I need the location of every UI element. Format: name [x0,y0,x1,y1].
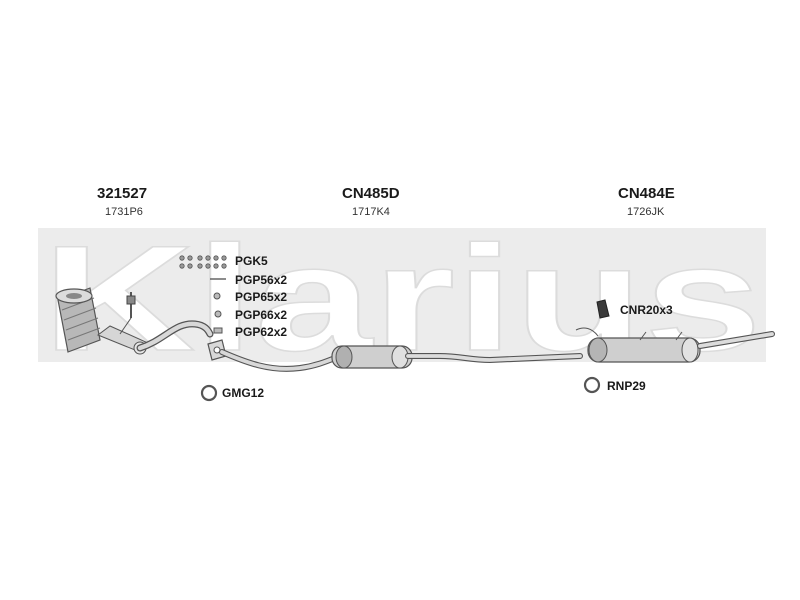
lambda-sensor [119,292,136,335]
rubber-mount-icon [583,376,601,394]
front-pipe [136,320,214,352]
middle-reference: 1717K4 [352,206,390,218]
accessory-label-rnp29: RNP29 [607,379,646,393]
bolt-set-icon [179,255,227,269]
nut-icon [213,292,221,300]
rear-silencer [575,327,701,363]
accessory-label-gmg12: GMG12 [222,386,265,400]
accessory-label-pgp66: PGP66x2 [235,308,288,322]
accessory-label-pgp62: PGP62x2 [235,325,288,339]
clamp-icon [213,327,223,334]
accessory-label-cnr20: CNR20x3 [620,303,673,317]
intermediate-pipe [219,349,338,372]
accessory-label-pgk5: PGK5 [235,254,268,268]
accessory-label-pgp56: PGP56x2 [235,273,288,287]
connecting-pipe [405,353,583,364]
front-part-number: 321527 [97,185,148,202]
watermark-logo: Klarius [38,213,766,383]
washer-icon [214,310,222,318]
tail-pipe [697,331,775,349]
middle-silencer [331,345,413,369]
catalytic-converter [55,287,150,355]
gasket-ring-icon [200,384,218,402]
middle-part-number: CN485D [342,185,400,202]
rear-part-number: CN484E [618,185,675,202]
hanger-icon [596,299,610,319]
accessory-label-pgp65: PGP65x2 [235,290,288,304]
front-reference: 1731P6 [105,206,143,218]
rear-reference: 1726JK [627,206,665,218]
